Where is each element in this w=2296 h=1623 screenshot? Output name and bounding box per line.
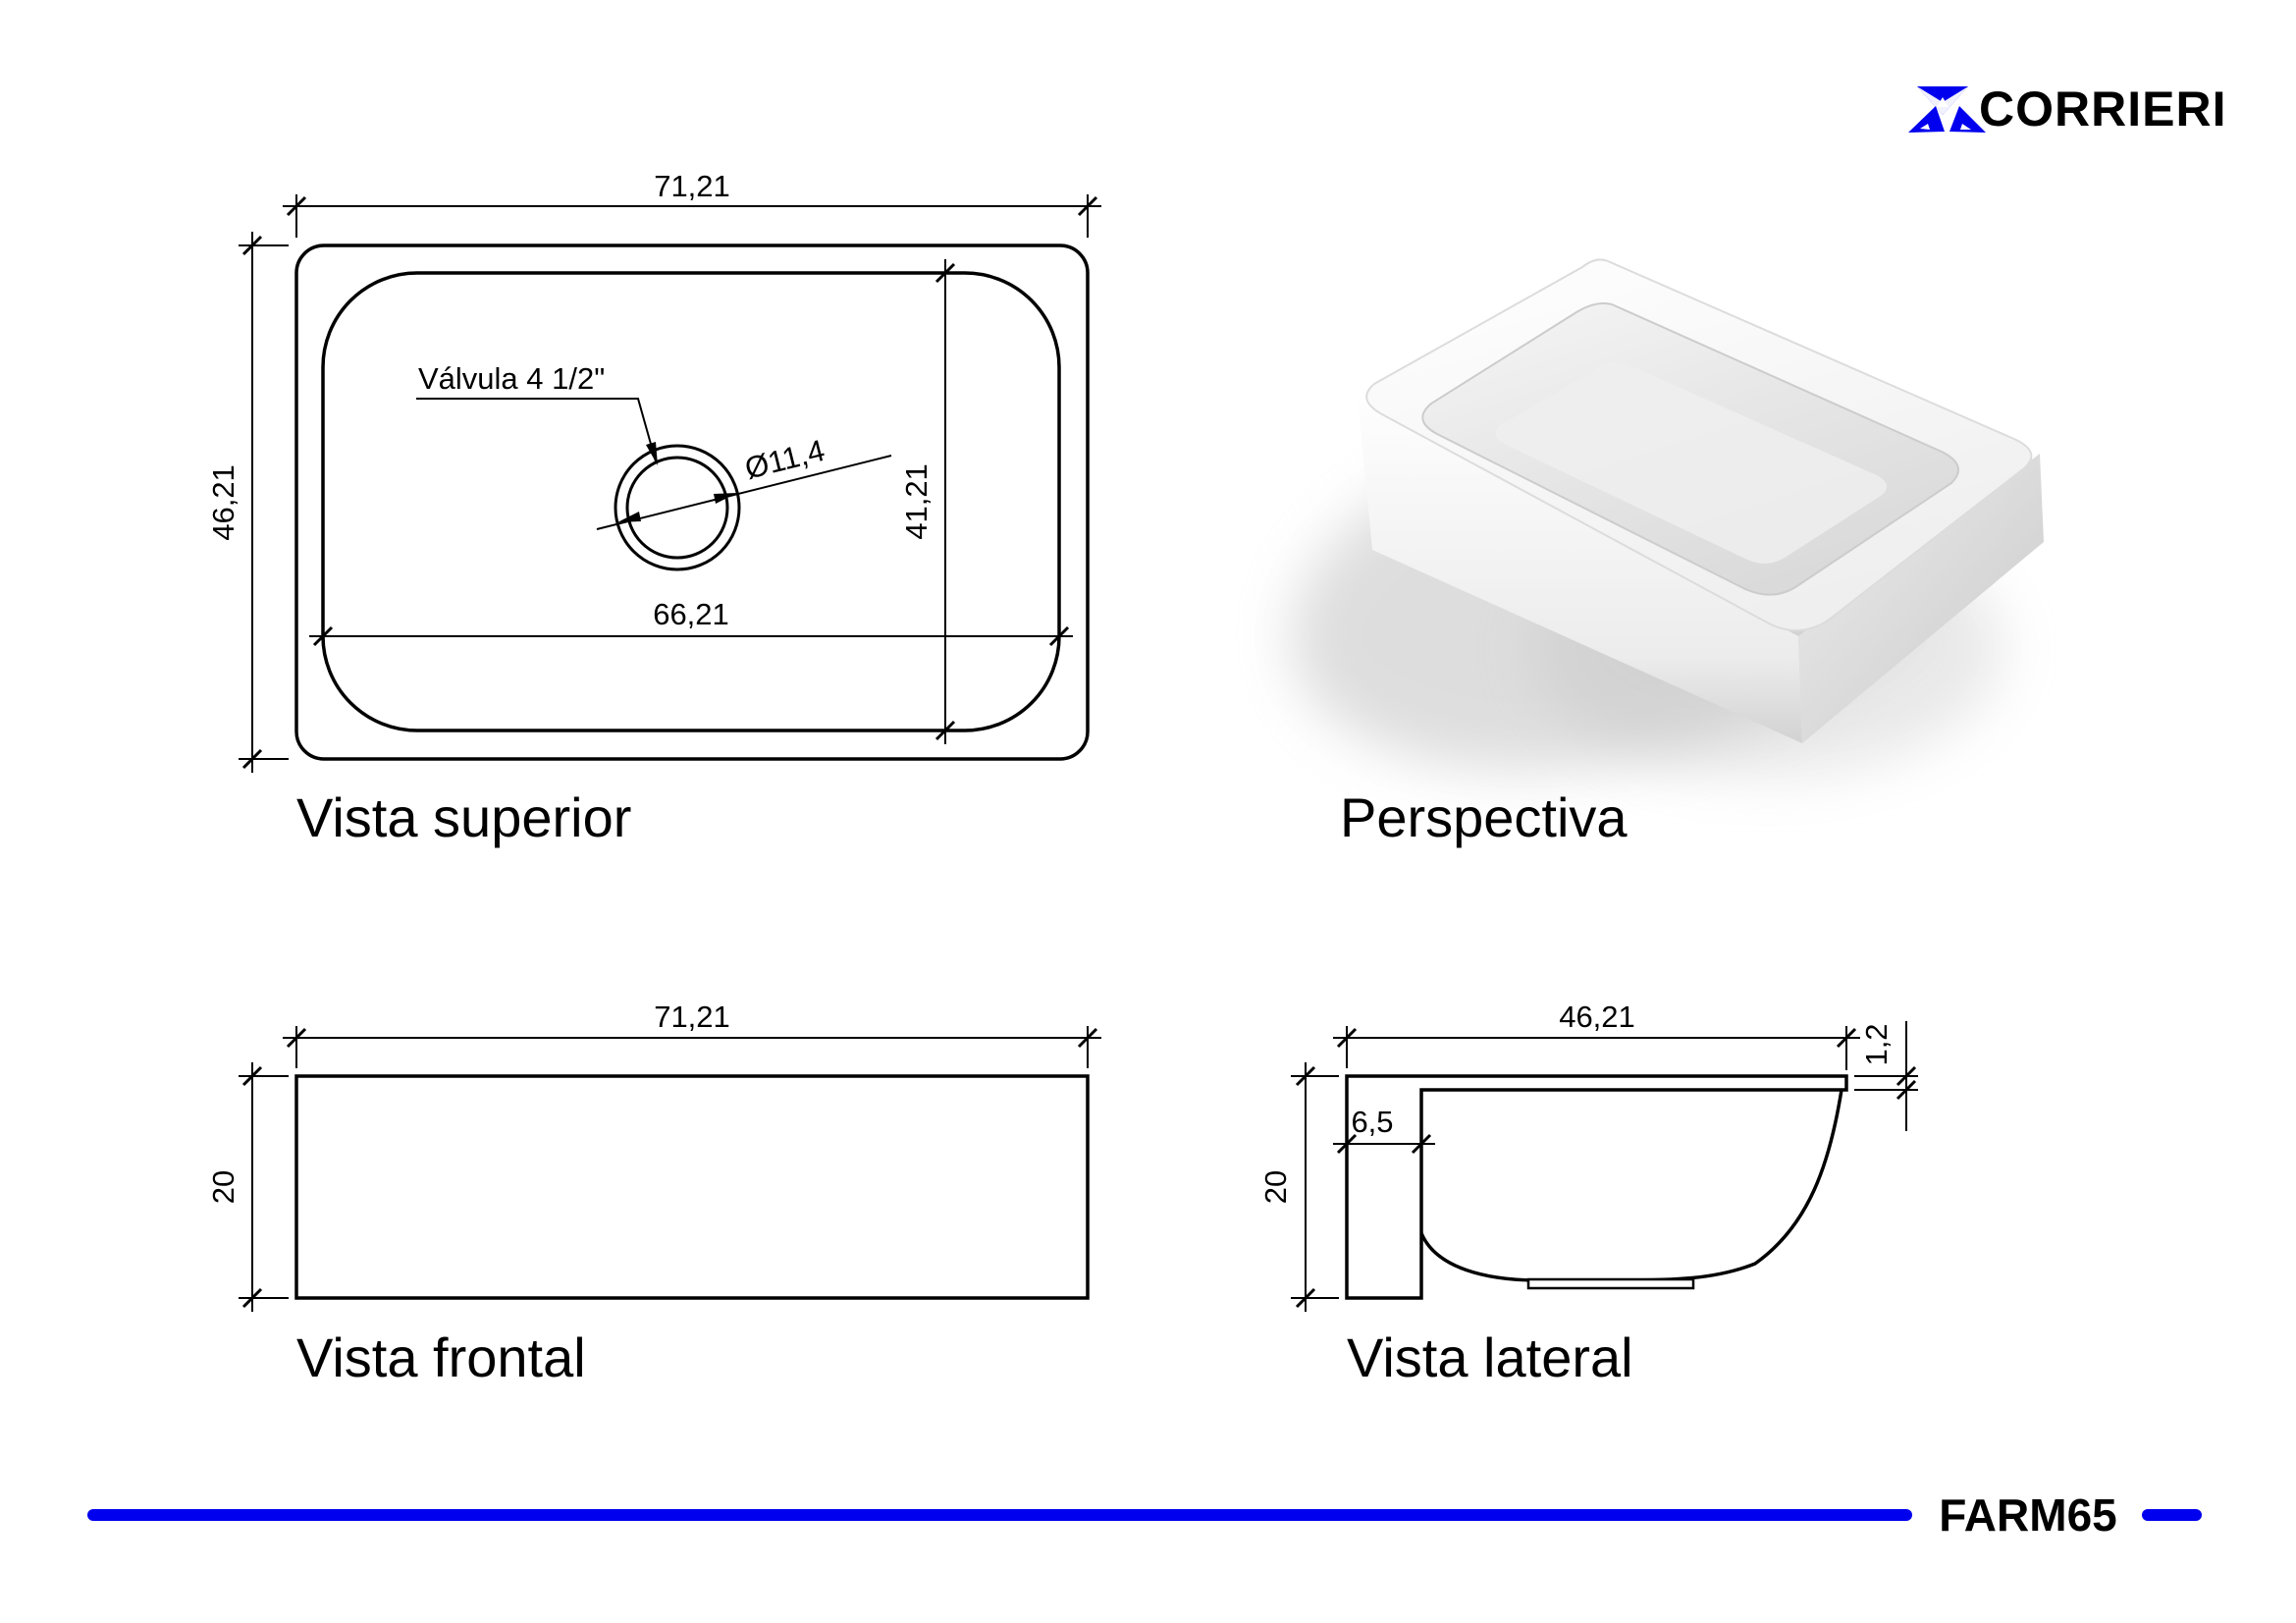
dim-label-front-height: 20 — [206, 1170, 240, 1204]
dim-bowl-depth — [934, 259, 956, 744]
model-code: FARM65 — [1939, 1489, 2116, 1541]
front-view-title: Vista frontal — [296, 1326, 586, 1388]
bowl-outline-top — [321, 271, 1061, 732]
tri-arrows-icon — [1908, 86, 1986, 133]
brand-name: CORRIERI — [1979, 81, 2226, 136]
dim-label-side-rim-thickness: 1,2 — [1859, 1023, 1894, 1065]
drain-circle-inner — [625, 456, 729, 560]
drain-boss-side — [1526, 1277, 1695, 1290]
bowl-profile-side — [1419, 1089, 1843, 1282]
brand-logo: CORRIERI — [1908, 81, 2226, 136]
top-view-title: Vista superior — [296, 786, 631, 848]
dim-top-overall-width — [283, 194, 1101, 238]
dim-label-side-height: 20 — [1258, 1170, 1293, 1204]
perspective-render — [1291, 258, 2044, 776]
dim-drain-diameter — [596, 455, 892, 530]
dim-label-top-width: 71,21 — [654, 169, 730, 203]
dim-side-apron-width — [1333, 1133, 1435, 1155]
dim-label-drain-diameter: Ø11,4 — [741, 433, 828, 486]
dim-side-depth — [1333, 1026, 1860, 1070]
sink-outline-side — [1345, 1074, 1848, 1300]
valve-note-label: Válvula 4 1/2" — [418, 361, 605, 396]
sink-outline-top — [294, 243, 1090, 761]
sink-outline-front — [294, 1074, 1090, 1300]
dim-side-rim-thickness — [1854, 1021, 1918, 1131]
dim-label-side-apron-width: 6,5 — [1351, 1105, 1393, 1139]
perspective-view — [1291, 258, 2044, 776]
perspective-view-title: Perspectiva — [1340, 786, 1628, 848]
dim-label-bowl-width: 66,21 — [653, 597, 729, 631]
dim-label-bowl-depth: 41,21 — [899, 463, 934, 540]
dim-label-top-depth: 46,21 — [206, 464, 240, 541]
dim-top-overall-depth — [239, 232, 289, 773]
dim-label-front-width: 71,21 — [654, 1000, 730, 1034]
side-view-title: Vista lateral — [1347, 1326, 1633, 1388]
dim-front-height — [239, 1062, 289, 1312]
drain-circle-outer — [614, 444, 741, 571]
dim-front-width — [283, 1026, 1101, 1068]
dim-side-height — [1291, 1062, 1339, 1312]
top-view — [239, 194, 1101, 773]
side-view — [1291, 1021, 1918, 1312]
valve-leader — [416, 398, 658, 465]
front-view — [239, 1026, 1101, 1312]
dim-label-side-depth: 46,21 — [1559, 1000, 1635, 1034]
